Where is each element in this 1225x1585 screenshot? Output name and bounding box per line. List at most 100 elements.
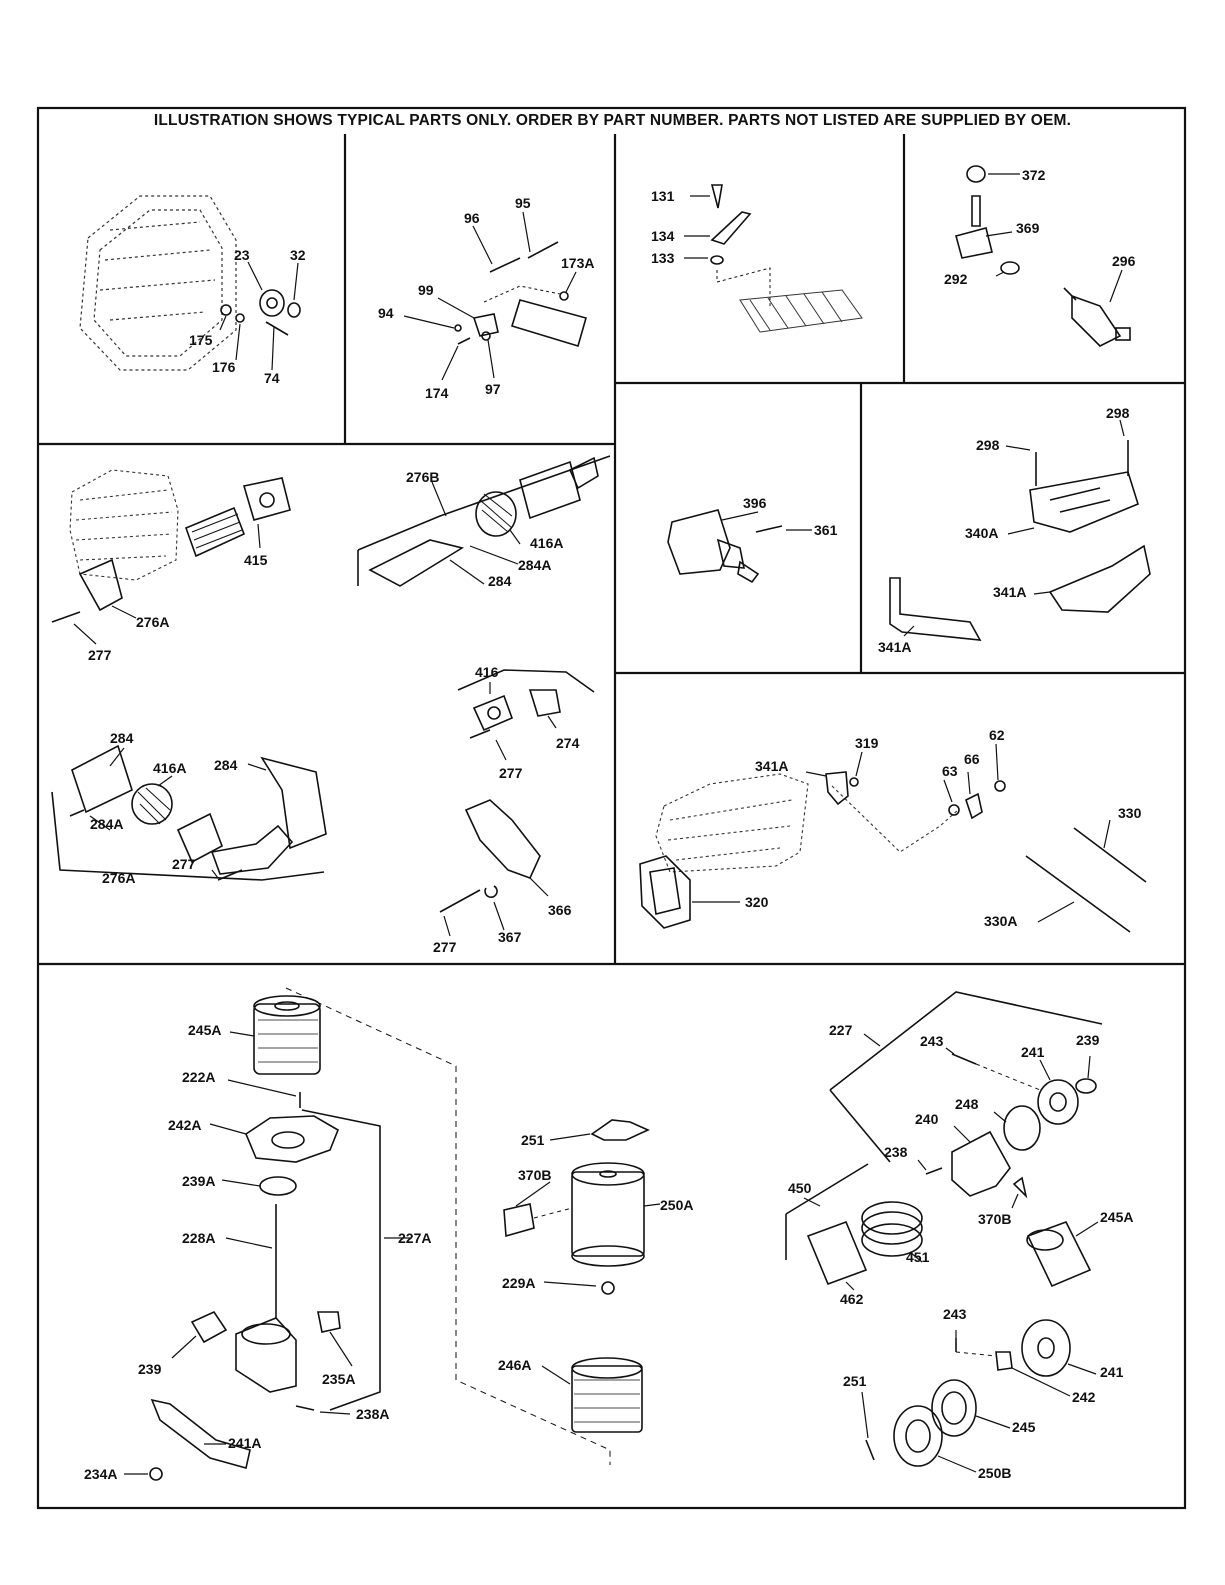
part-96-shape bbox=[489, 257, 521, 273]
callout-74: 74 bbox=[264, 370, 280, 386]
part-277-shape bbox=[51, 611, 81, 623]
part-361-shape bbox=[755, 525, 783, 533]
part-238-shape bbox=[925, 1167, 943, 1175]
callout-284A-lower: 284A bbox=[90, 816, 123, 832]
callout-241-upper: 241 bbox=[1021, 1044, 1045, 1060]
part-243-upper bbox=[951, 1053, 977, 1065]
part-239-gasket bbox=[190, 1310, 228, 1344]
part-415-tube bbox=[184, 506, 246, 558]
part-277-small bbox=[469, 729, 491, 739]
callout-319: 319 bbox=[855, 735, 879, 751]
callout-228A: 228A bbox=[182, 1230, 215, 1246]
part-175-shape bbox=[220, 304, 232, 316]
panel-flywheel-housing: 23 32 175 176 74 bbox=[79, 195, 306, 386]
part-238A-shape bbox=[295, 1405, 315, 1411]
callout-416A-lower: 416A bbox=[153, 760, 186, 776]
callout-370B-mid: 370B bbox=[518, 1167, 551, 1183]
callout-284A: 284A bbox=[518, 557, 551, 573]
callout-131: 131 bbox=[651, 188, 675, 204]
muffler-body bbox=[519, 460, 581, 520]
part-62-shape bbox=[994, 780, 1006, 792]
part-366-shape bbox=[464, 799, 541, 880]
part-277-long bbox=[439, 889, 481, 913]
part-241A-shape bbox=[150, 1398, 251, 1469]
panel-muffler-upper: 415 276A 277 276B 416A 284A 284 bbox=[51, 455, 611, 663]
callout-227A: 227A bbox=[398, 1230, 431, 1246]
engine-block-outline bbox=[69, 469, 179, 581]
part-248-shape bbox=[1003, 1105, 1041, 1151]
callout-239-right: 239 bbox=[1076, 1032, 1100, 1048]
part-330-shape bbox=[1073, 827, 1147, 883]
callout-450: 450 bbox=[788, 1180, 812, 1196]
part-372-shape bbox=[966, 165, 986, 183]
part-274-shape bbox=[528, 689, 561, 717]
part-227-bracket bbox=[829, 991, 1103, 1091]
part-416-bracket bbox=[457, 669, 595, 693]
callout-274: 274 bbox=[556, 735, 580, 751]
callout-235A: 235A bbox=[322, 1371, 355, 1387]
callout-234A: 234A bbox=[84, 1466, 117, 1482]
part-32-shape bbox=[287, 302, 301, 318]
callout-242A: 242A bbox=[168, 1117, 201, 1133]
callout-277-lower: 277 bbox=[172, 856, 196, 872]
callout-32: 32 bbox=[290, 247, 306, 263]
exhaust-shield-edge bbox=[357, 455, 611, 551]
part-416A-shape bbox=[475, 491, 517, 537]
callout-341A-ign: 341A bbox=[755, 758, 788, 774]
part-23-shape bbox=[259, 289, 285, 317]
callout-276B: 276B bbox=[406, 469, 439, 485]
callout-341A-b: 341A bbox=[878, 639, 911, 655]
part-plate-shape bbox=[510, 299, 587, 348]
part-174-shape bbox=[457, 337, 471, 345]
callout-250B: 250B bbox=[978, 1465, 1011, 1481]
callout-245A-left: 245A bbox=[188, 1022, 221, 1038]
air-cleaner-base-hatch bbox=[739, 289, 863, 333]
callout-134: 134 bbox=[651, 228, 675, 244]
callout-173A: 173A bbox=[561, 255, 594, 271]
part-415-gasket bbox=[242, 477, 291, 521]
callout-251-mid: 251 bbox=[521, 1132, 545, 1148]
part-416A-screen bbox=[131, 783, 173, 825]
part-234A-shape bbox=[149, 1467, 163, 1481]
callout-284-lower-right: 284 bbox=[214, 757, 238, 773]
callout-250A: 250A bbox=[660, 1197, 693, 1213]
carb-base-shape bbox=[235, 1317, 297, 1393]
part-241-upper bbox=[1037, 1079, 1079, 1125]
part-341A-lower bbox=[889, 577, 982, 641]
part-251-wingnut bbox=[590, 1119, 650, 1141]
callout-416: 416 bbox=[475, 664, 499, 680]
part-134-shape bbox=[710, 211, 752, 245]
callout-369: 369 bbox=[1016, 220, 1040, 236]
callout-23: 23 bbox=[234, 247, 250, 263]
callout-276A: 276A bbox=[136, 614, 169, 630]
callout-239A: 239A bbox=[182, 1173, 215, 1189]
panel-control-bracket: 131 134 133 bbox=[651, 184, 863, 333]
callout-176: 176 bbox=[212, 359, 236, 375]
callout-63: 63 bbox=[942, 763, 958, 779]
assembly-dashed-bracket bbox=[285, 987, 611, 1465]
part-245A-right bbox=[1026, 1221, 1092, 1288]
part-241-lower bbox=[1021, 1319, 1071, 1377]
callout-97: 97 bbox=[485, 381, 501, 397]
part-284-shape bbox=[368, 539, 465, 587]
part-330A-shape bbox=[1025, 855, 1131, 933]
part-396-shape bbox=[667, 509, 731, 575]
callout-292: 292 bbox=[944, 271, 968, 287]
panel-fuel-shutoff: 372 369 292 296 bbox=[944, 165, 1136, 347]
callout-361: 361 bbox=[814, 522, 838, 538]
part-133-shape bbox=[710, 255, 724, 265]
callout-370B-right: 370B bbox=[978, 1211, 1011, 1227]
callout-240: 240 bbox=[915, 1111, 939, 1127]
callout-241A: 241A bbox=[228, 1435, 261, 1451]
part-370B-right bbox=[1012, 1176, 1028, 1199]
part-284A-shape bbox=[69, 809, 85, 817]
part-320-shape bbox=[639, 855, 691, 929]
part-369-stem bbox=[971, 195, 981, 227]
callout-330A: 330A bbox=[984, 913, 1017, 929]
part-340A-shape bbox=[1029, 471, 1139, 533]
part-370B-shape bbox=[503, 1203, 535, 1238]
engine-plate-outline bbox=[655, 773, 959, 873]
part-97-shape bbox=[481, 331, 491, 341]
part-250B-shape bbox=[893, 1405, 943, 1467]
